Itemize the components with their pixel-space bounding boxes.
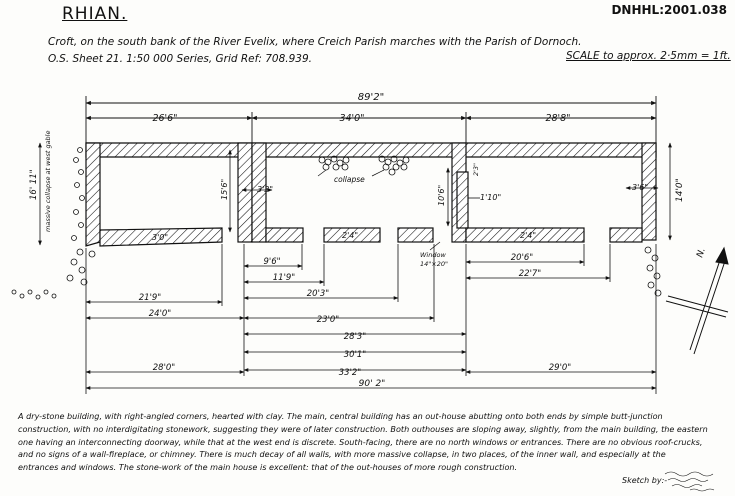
dim-20-3: 20'3": [307, 289, 330, 299]
south-wall-east-a: [465, 227, 585, 243]
window-label: Window: [420, 251, 446, 259]
dim-east-wall: 3'6": [632, 183, 648, 192]
dim-22-7: 22'7": [519, 269, 542, 279]
description-text: A dry-stone building, with right-angled …: [18, 411, 708, 473]
building-walls: [85, 142, 657, 247]
dim-overall-top: 89'2": [358, 92, 384, 103]
north-arrow-icon: [665, 246, 729, 355]
gable-collapse-note: massive collapse at west gable: [44, 131, 52, 232]
dim-west-door: 3'0": [152, 233, 168, 242]
reference-number: DNHHL:2001.038: [611, 3, 727, 17]
dim-11-9: 11'9": [273, 273, 296, 283]
main-west-wall: [251, 142, 267, 243]
west-gable-wall: [85, 142, 101, 247]
sketch-by-label: Sketch by:-: [622, 476, 668, 485]
scale-note: SCALE to approx. 2·5mm = 1ft.: [566, 50, 731, 62]
dim-20-6: 20'6": [511, 253, 534, 263]
top-dimension-lines: [85, 96, 657, 144]
dim-west-height: 16' 11": [29, 169, 39, 200]
dim-30-1: 30'1": [344, 350, 367, 360]
dim-overall-bottom: 90' 2": [359, 379, 386, 389]
collapse-label: collapse: [334, 175, 365, 184]
dim-west-house: 26'6": [152, 113, 177, 124]
dim-wall-10-6: 10'6": [437, 185, 446, 206]
dim-east-house: 28'8": [545, 113, 570, 124]
dim-wall-1-10: 1'10": [480, 193, 501, 202]
dim-main-house: 34'0": [339, 113, 364, 124]
south-wall-main-a: [265, 227, 304, 243]
page-title: RHIAN.: [62, 4, 128, 24]
north-label: N.: [695, 247, 707, 259]
dim-bottom-west: 28'0": [153, 363, 176, 373]
lower-dimension-lines: [85, 244, 657, 394]
dim-9-6: 9'6": [263, 257, 280, 267]
dim-east-height: 14'0": [675, 178, 685, 202]
dim-23-0: 23'0": [317, 315, 340, 325]
dim-bottom-east: 29'0": [549, 363, 572, 373]
os-sheet-reference: O.S. Sheet 21. 1:50 000 Series, Grid Ref…: [48, 53, 312, 65]
collapse-rubble: [11, 147, 662, 300]
north-wall: [85, 142, 657, 158]
dim-west-wall: 15'6": [220, 179, 229, 200]
signature-icon: [664, 471, 715, 492]
dim-24-0: 24'0": [149, 309, 172, 319]
dim-21-9: 21'9": [139, 293, 162, 303]
dim-wall-3-3: 3'3": [257, 185, 273, 194]
south-wall-main-c: [397, 227, 434, 243]
window-pointer: [429, 241, 441, 251]
location-subtitle: Croft, on the south bank of the River Ev…: [48, 36, 582, 48]
interior-wall-segment: [456, 171, 469, 229]
dim-28-3: 28'3": [344, 332, 367, 342]
collapse-pointer-2: [371, 169, 385, 177]
dim-33-2: 33'2": [339, 368, 362, 378]
west-partition-wall: [237, 142, 253, 243]
south-wall-main-b: [323, 227, 381, 243]
south-wall-west-house: [99, 227, 223, 247]
dim-wall-2-3: 2'3": [472, 163, 480, 176]
east-gable-wall: [641, 142, 657, 241]
collapse-pointer: [317, 169, 327, 177]
vertical-dimension-lines: [38, 142, 672, 246]
dim-east-door: 2'4": [520, 231, 536, 240]
south-wall-east-b: [609, 227, 643, 243]
dim-main-door: 2'4": [342, 231, 358, 240]
